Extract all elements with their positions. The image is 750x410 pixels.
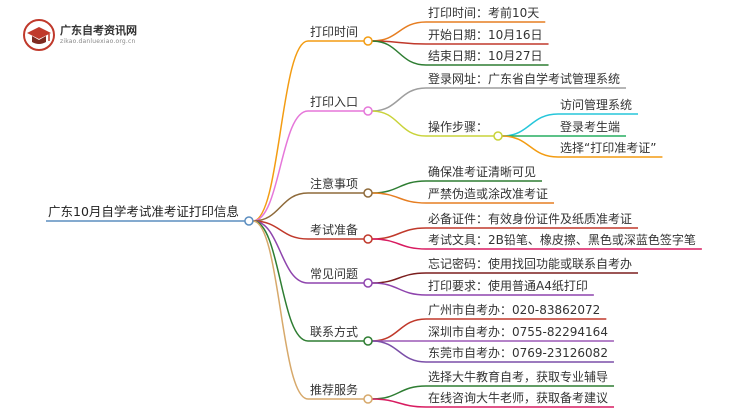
root-topic: 广东10月自学考试准考证打印信息: [48, 204, 239, 219]
leaf-forgot-password: 忘记密码：使用找回功能或联系自考办: [428, 257, 633, 271]
leaf-shenzhen-office: 深圳市自考办：0755-82294164: [428, 325, 608, 339]
step-visit-system: 访问管理系统: [560, 98, 633, 112]
branch-leaf-link: [372, 238, 427, 250]
branch-leaf-link: [372, 340, 427, 363]
graduation-cap-icon: [23, 19, 55, 51]
root-branch-link: [252, 220, 309, 400]
branch-leaf-link: [372, 227, 427, 240]
leaf-dongguan-office: 东莞市自考办：0769-23126082: [428, 346, 608, 360]
step-collapse-knob: [493, 131, 503, 141]
leaf-step-link: [502, 135, 559, 158]
leaf-required-docs: 必备证件：有效身份证件及纸质准考证: [428, 212, 633, 226]
leaf-stationery: 考试文具：2B铅笔、橡皮擦、黑色或深蓝色签字笔: [428, 233, 696, 247]
branch-print-time: 打印时间: [310, 25, 359, 39]
root-branch-link: [252, 192, 309, 222]
logo-title: 广东自考资讯网: [60, 24, 137, 37]
branch-collapse-knob: [363, 106, 373, 116]
branch-print-entry: 打印入口: [310, 95, 359, 109]
branch-leaf-link: [372, 282, 427, 296]
branch-collapse-knob: [363, 188, 373, 198]
branch-leaf-link: [372, 87, 427, 112]
leaf-steps: 操作步骤：: [428, 120, 489, 134]
root-branch-link: [252, 220, 309, 342]
branch-leaf-link: [372, 192, 427, 204]
site-logo: 广东自考资讯网 zikao.danluexiao.org.cn: [22, 18, 137, 52]
branch-collapse-knob: [363, 234, 373, 244]
leaf-guangzhou-office: 广州市自考办：020-83862072: [428, 303, 601, 317]
step-login-candidate: 登录考生端: [560, 120, 621, 134]
branch-contact: 联系方式: [310, 325, 359, 339]
logo-subtitle: zikao.danluexiao.org.cn: [60, 38, 136, 45]
root-branch-link: [252, 220, 309, 284]
branch-collapse-knob: [363, 278, 373, 288]
branch-collapse-knob: [363, 394, 373, 404]
branch-collapse-knob: [363, 36, 373, 46]
branch-notes: 注意事项: [310, 177, 359, 191]
branch-collapse-knob: [363, 336, 373, 346]
leaf-online-consult: 在线咨询大牛老师，获取备考建议: [428, 391, 609, 405]
branch-leaf-link: [372, 110, 427, 137]
leaf-print-time-days: 打印时间：考前10天: [428, 6, 540, 20]
branch-leaf-link: [372, 40, 427, 66]
leaf-login-site: 登录网址：广东省自学考试管理系统: [428, 72, 621, 86]
leaf-step-link: [502, 113, 559, 137]
branch-leaf-link: [372, 318, 427, 342]
branch-faq: 常见问题: [310, 267, 359, 281]
branch-exam-prep: 考试准备: [310, 223, 359, 237]
branch-leaf-link: [372, 398, 427, 408]
root-branch-link: [252, 110, 309, 222]
leaf-end-date: 结束日期：10月27日: [428, 49, 543, 63]
step-select-print: 选择“打印准考证”: [560, 141, 657, 155]
branch-leaf-link: [372, 385, 427, 400]
leaf-clear-ticket: 确保准考证清晰可见: [428, 165, 537, 179]
root-branch-link: [252, 40, 309, 222]
leaf-start-date: 开始日期：10月16日: [428, 28, 543, 42]
leaf-no-forgery: 严禁伪造或涂改准考证: [428, 187, 549, 201]
branch-leaf-link: [372, 21, 427, 42]
branch-leaf-link: [372, 180, 427, 194]
leaf-daniu-tutoring: 选择大牛教育自考，获取专业辅导: [428, 370, 609, 384]
root-branch-link: [252, 220, 309, 240]
branch-recommend: 推荐服务: [310, 383, 359, 397]
root-collapse-knob: [244, 216, 254, 226]
leaf-print-paper: 打印要求：使用普通A4纸打印: [428, 279, 588, 293]
branch-leaf-link: [372, 272, 427, 284]
